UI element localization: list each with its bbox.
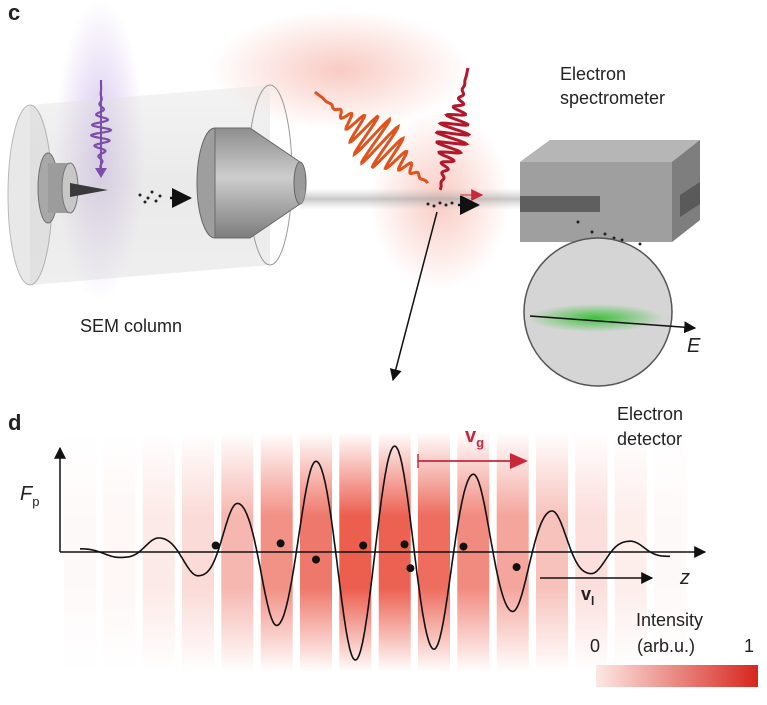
colorbar-max-label: 1 — [744, 636, 754, 656]
colorbar-min-label: 0 — [590, 636, 600, 656]
electron-dot — [211, 541, 220, 550]
energy-axis-arrow — [529, 315, 697, 334]
electron-velocity-subscript: l — [591, 594, 594, 608]
detector-signal — [528, 304, 664, 332]
spectrometer-top — [520, 140, 700, 162]
spectrometer-label-line2: spectrometer — [560, 88, 665, 108]
purple-pulse-arrowhead — [95, 168, 107, 178]
electron-dot — [312, 555, 320, 564]
colorbar-title: Intensity — [636, 610, 703, 630]
ponderomotive-force-curve — [80, 445, 670, 661]
electron-velocity-label: vl — [581, 584, 594, 608]
laser-glow-orange — [210, 10, 470, 130]
spectrometer-side-slit — [680, 182, 700, 217]
lens-cone — [214, 127, 301, 239]
electron-spectrometer — [520, 140, 700, 246]
colorbar: Intensity (arb.u.) 0 1 — [590, 610, 758, 687]
zoom-pointer-arrow — [389, 211, 438, 382]
electron-beam — [300, 188, 530, 210]
electron-dot — [512, 563, 521, 572]
electron-dot — [459, 542, 468, 551]
spectrometer-body — [520, 140, 700, 242]
purple-pulse — [89, 80, 113, 178]
orange-pulse — [314, 90, 429, 185]
orange-pulse-wave — [314, 90, 429, 185]
electron-bunch-1 — [138, 190, 162, 204]
group-velocity-arrowhead — [510, 453, 528, 469]
group-velocity-label: vg — [465, 425, 484, 450]
electron-velocity-symbol: v — [581, 584, 591, 604]
y-axis-label: Fp — [20, 483, 39, 509]
panel-label-c: c — [8, 0, 20, 25]
group-velocity-subscript: g — [476, 435, 484, 450]
electron-dot — [276, 539, 285, 548]
panel-c: c — [7, 0, 701, 449]
red-pulse — [434, 67, 472, 191]
electron-dots — [211, 539, 521, 573]
x-axis-label: z — [679, 567, 690, 589]
electron-dot — [359, 541, 368, 550]
colorbar-gradient — [596, 665, 758, 687]
panel-d: d Fp z vg vl Intensity (arb.u.) 0 1 — [8, 410, 758, 687]
red-pulse-wave — [434, 67, 472, 191]
electron-detector — [523, 237, 697, 387]
spectrometer-label-line1: Electron — [560, 64, 626, 84]
panel-label-d: d — [8, 410, 21, 435]
electron-dot — [406, 564, 415, 573]
spectrometer-side — [672, 140, 700, 242]
sem-column — [7, 84, 307, 286]
sem-column-label: SEM column — [80, 316, 182, 336]
group-velocity-symbol: v — [465, 425, 477, 447]
spectrometer-slit — [520, 196, 600, 212]
emitter-tip — [70, 183, 108, 197]
energy-axis-label: E — [687, 335, 701, 357]
y-axis-symbol: F — [20, 483, 34, 505]
colorbar-unit: (arb.u.) — [637, 636, 695, 656]
electron-dot — [400, 540, 409, 549]
detector-label-line1: Electron — [617, 404, 683, 424]
electron-bunch-2 — [426, 201, 454, 208]
y-axis-subscript: p — [32, 494, 39, 509]
